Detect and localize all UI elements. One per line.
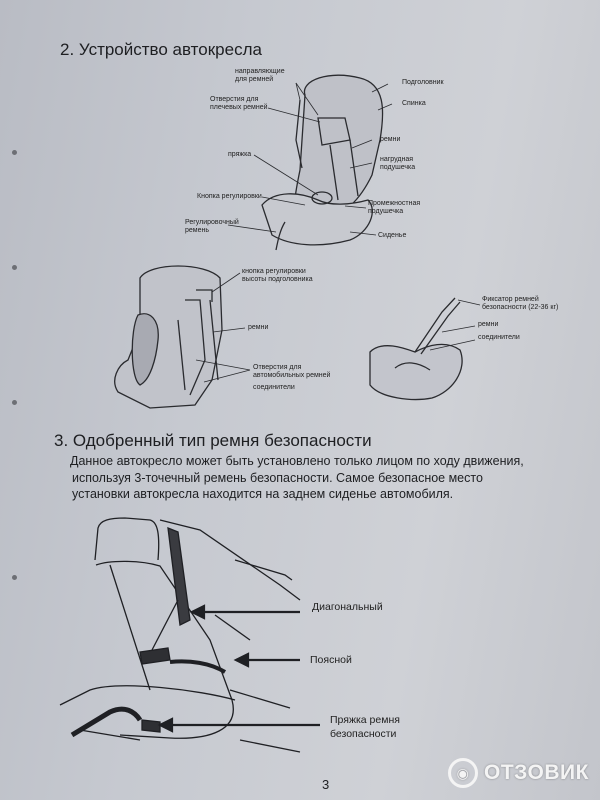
top-leader-lines <box>227 82 393 236</box>
label-diagonal-belt: Диагональный <box>312 601 383 613</box>
label-guides: направляющие для ремней <box>235 68 285 83</box>
page-number: 3 <box>322 777 330 792</box>
vehicle-seat-arrows <box>157 604 320 733</box>
label-headrest: Подголовник <box>402 79 444 86</box>
section-3-paragraph: Данное автокресло может быть установлено… <box>70 453 590 503</box>
label-car-belt-holes: Отверстия для автомобильных ремней <box>253 364 331 379</box>
label-belts-booster: ремни <box>478 321 499 328</box>
label-shoulder-holes: Отверстия для плечевых ремней <box>210 96 268 111</box>
label-belt-buckle: Пряжка ремня безопасности <box>330 714 400 740</box>
label-chest-pad: нагрудная подушечка <box>380 156 416 171</box>
label-belts: ремни <box>380 136 401 143</box>
label-connectors-booster: соединители <box>478 334 520 341</box>
section-3-heading: 3. Одобренный тип ремня безопасности <box>54 431 372 450</box>
booster-base-illustration <box>369 297 463 401</box>
paragraph-line: используя 3-точечный ремень безопасности… <box>72 470 483 485</box>
label-adjust-button: Кнопка регулировки <box>197 193 262 200</box>
side-leader-lines <box>195 272 251 383</box>
watermark-text: ОТЗОВИК <box>484 761 589 784</box>
vehicle-seat-illustration <box>59 517 301 753</box>
watermark: ◉ ОТЗОВИК <box>448 758 589 788</box>
label-lap-belt: Поясной <box>310 654 352 666</box>
car-seat-top-illustration <box>261 74 384 251</box>
label-crotch-pad: Промежностная подушечка <box>368 200 421 215</box>
label-belt-clamp: Фиксатор ремней безопасности (22-36 кг) <box>482 296 559 311</box>
paragraph-line: установки автокресла находится на заднем… <box>72 487 454 501</box>
label-buckle: пряжка <box>228 151 252 158</box>
label-connectors: соединители <box>253 384 295 391</box>
label-headrest-height-button: кнопка регулировки высоты подголовника <box>242 268 313 283</box>
paragraph-line: Данное автокресло может быть установлено… <box>70 454 524 468</box>
label-back: Спинка <box>402 100 426 107</box>
watermark-logo-icon: ◉ <box>448 758 478 788</box>
binding-hole <box>12 575 17 580</box>
label-belts-side: ремни <box>248 324 269 331</box>
car-seat-side-illustration <box>114 265 223 409</box>
label-seat: Сиденье <box>378 232 407 239</box>
binding-hole <box>12 265 17 270</box>
binding-hole <box>12 400 17 405</box>
binding-hole <box>12 150 17 155</box>
booster-leader-lines <box>429 299 481 351</box>
label-adjust-belt: Регулировочный ремень <box>185 219 239 234</box>
section-2-heading: 2. Устройство автокресла <box>60 40 262 59</box>
